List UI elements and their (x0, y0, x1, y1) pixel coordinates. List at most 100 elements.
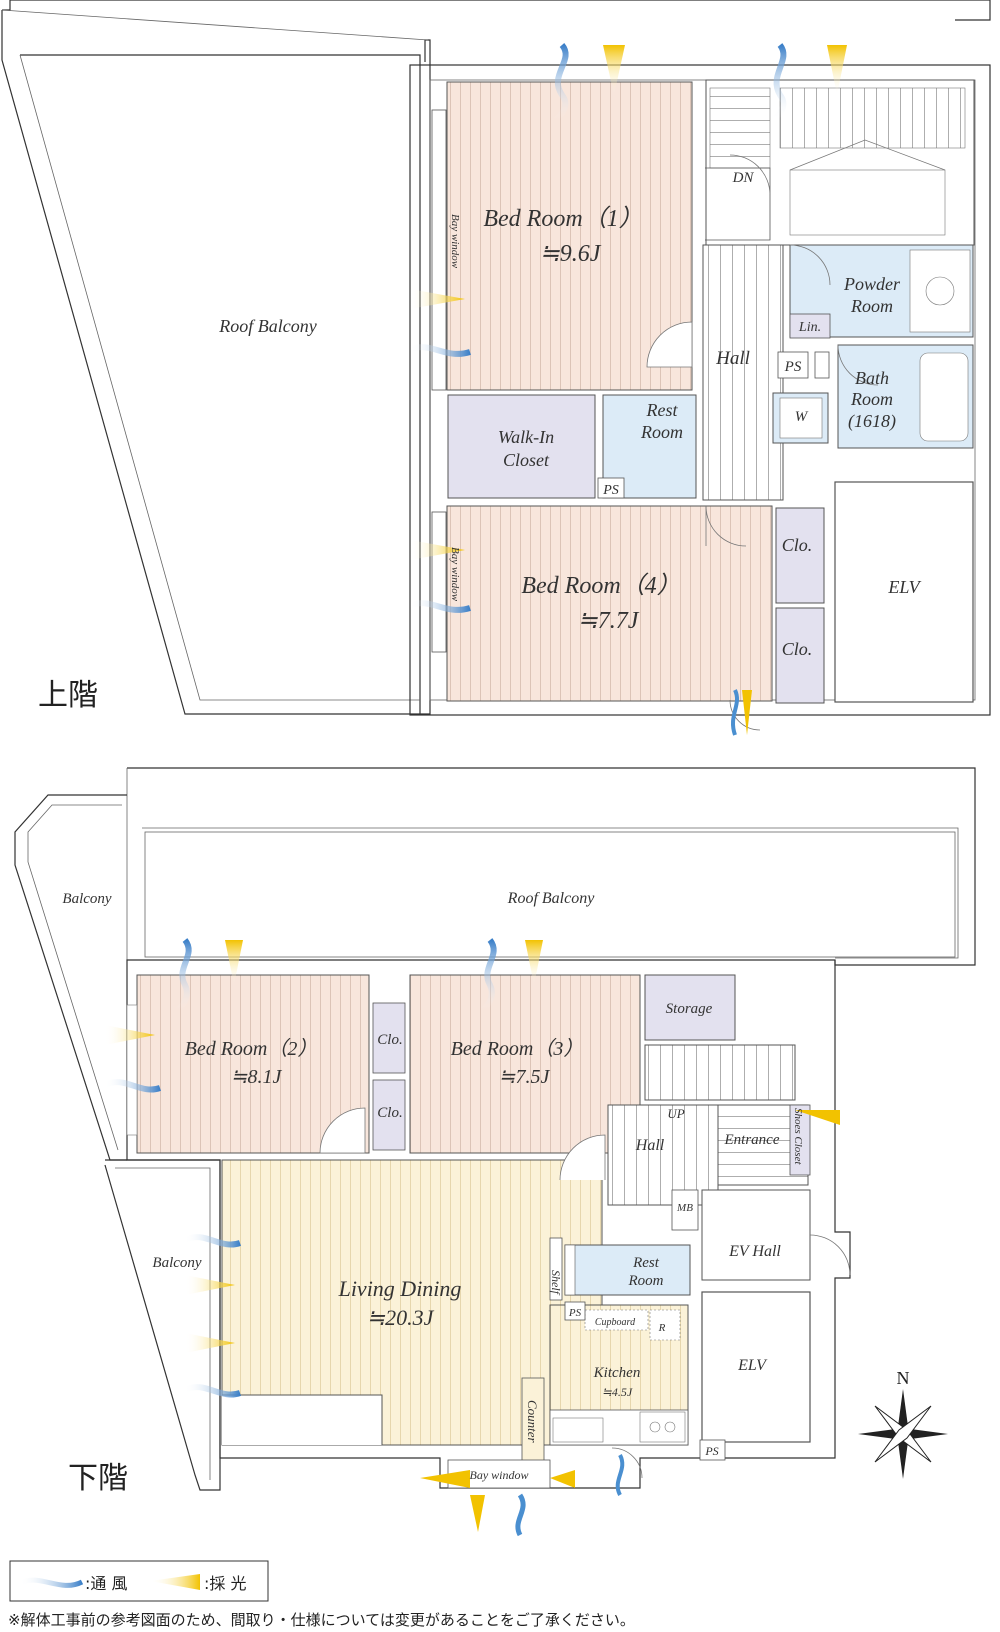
living-dining-size: ≒20.3J (367, 1305, 435, 1330)
bed-room-1-label: Bed Room（1） (483, 205, 642, 232)
shoes-closet (789, 1104, 811, 1176)
bath-room-label-2: Room (850, 389, 893, 409)
walk-in-closet-label: Walk-In (498, 427, 554, 447)
wind-arrow-icon (515, 1493, 526, 1537)
ps-label: PS (568, 1307, 582, 1319)
shelf (549, 1237, 563, 1301)
bed-room-1-size: ≒9.6J (540, 241, 602, 267)
light-arrow-icon (742, 690, 752, 735)
ps-label-2: PS (704, 1444, 718, 1458)
ev-hall (701, 1189, 811, 1281)
light-arrow-icon (420, 1470, 470, 1488)
lower-floor-plan: N (14, 767, 976, 1537)
storage-label: Storage (666, 1001, 713, 1017)
upper-floor-plan (1, 0, 991, 736)
meter-box (671, 1189, 699, 1231)
shoes-closet-label: Shoes Closet (792, 1108, 804, 1165)
entrance-label: Entrance (724, 1132, 780, 1148)
footnote: ※解体工事前の参考図面のため、間取り・仕様については変更があることをご了承くださ… (8, 1611, 635, 1629)
bay-window-upper-1 (431, 109, 447, 391)
bed-room-2-label: Bed Room（2） (185, 1037, 318, 1060)
ps-lower-2 (699, 1439, 726, 1461)
bay-window-label: Bay window (449, 547, 461, 602)
linen-closet (789, 313, 831, 339)
rest-room-label-2: Room (628, 1273, 664, 1289)
bath-room-label: Bath (855, 368, 889, 388)
wind-arrow-icon (183, 1234, 241, 1248)
ps-label: PS (602, 483, 619, 498)
bath-room-size: (1618) (848, 411, 896, 432)
light-arrow-icon (185, 1333, 235, 1353)
compass-north-label: N (897, 1368, 910, 1388)
shelf-label: Shelf (549, 1270, 563, 1296)
up-label: UP (667, 1106, 684, 1121)
wind-arrow-icon (553, 43, 569, 123)
light-arrow-icon (470, 1495, 485, 1532)
counter-label: Counter (525, 1400, 540, 1444)
light-arrow-icon (525, 940, 543, 985)
rest-room-lower (564, 1244, 691, 1296)
ventilation-legend-label: :通 風 (85, 1574, 127, 1593)
closet-label-2: Clo. (782, 639, 813, 659)
powder-room-label: Powder (843, 274, 901, 294)
wind-arrow-icon (480, 938, 497, 1013)
bed-room-4-size: ≒7.7J (578, 608, 640, 634)
roof-balcony-label: Roof Balcony (507, 890, 596, 907)
lower-floor-labels: Balcony Roof Balcony Bed Room（2） ≒8.1J C… (62, 890, 804, 1496)
balcony-lower-left (104, 1159, 221, 1491)
lower-building-outline (126, 959, 851, 1489)
balcony-label: Balcony (62, 891, 111, 907)
wind-arrow-icon (771, 43, 787, 123)
elevator-upper (834, 481, 974, 703)
light-arrow-icon (795, 1110, 840, 1125)
kitchen-size: ≒4.5J (602, 1385, 633, 1399)
washer-label: W (795, 409, 809, 425)
elevator-label: ELV (737, 1357, 768, 1374)
kitchen-label: Kitchen (593, 1365, 641, 1381)
storage (644, 974, 736, 1041)
bed-room-2-size: ≒8.1J (231, 1066, 283, 1088)
closet-lower-2 (372, 1079, 406, 1151)
wind-arrow-icon (408, 344, 471, 357)
rest-room-label: Rest (632, 1255, 660, 1271)
upper-floor-labels: Roof Balcony Bed Room（1） ≒9.6J Bay windo… (38, 170, 922, 713)
light-arrow-icon (105, 1025, 155, 1045)
elevator-label: ELV (887, 577, 921, 597)
closet-label-2: Clo. (377, 1105, 402, 1121)
powder-room-label-2: Room (850, 296, 893, 316)
bed-room-2 (136, 974, 370, 1154)
closet-upper-2 (775, 607, 825, 704)
walk-in-closet-label-2: Closet (503, 450, 550, 470)
living-dining-label: Living Dining (338, 1276, 462, 1301)
wind-arrow-icon (731, 689, 739, 736)
ps-label-2: PS (784, 359, 802, 375)
upper-building-outline (409, 64, 991, 716)
legend: :通 風 :採 光 (9, 1560, 269, 1602)
bed-room-3-label: Bed Room（3） (451, 1037, 584, 1060)
wind-arrow-icon (183, 1384, 241, 1398)
upper-hall (702, 244, 784, 501)
wind-arrow-icon (103, 1079, 161, 1093)
bed-room-1 (446, 81, 693, 391)
ps-upper-2 (777, 351, 809, 379)
light-arrow-icon (225, 940, 243, 985)
closet-lower-1 (372, 1002, 406, 1074)
light-arrow-icon (410, 289, 465, 309)
cupboard-label: Cupboard (595, 1317, 636, 1328)
dn-label: DN (732, 170, 755, 186)
ps-upper (597, 477, 625, 499)
closet-upper-1 (775, 507, 825, 604)
mb-label: MB (676, 1202, 693, 1214)
fridge-label: R (658, 1322, 666, 1334)
linen-label: Lin. (798, 320, 821, 335)
ps-lower-1 (564, 1301, 586, 1321)
closet-label: Clo. (377, 1032, 402, 1048)
bay-window-label: Bay window (449, 214, 461, 269)
light-arrow-icon (827, 45, 847, 95)
light-arrow-icon (550, 1470, 575, 1488)
elevator-lower (701, 1291, 811, 1443)
bed-room-4 (446, 505, 773, 702)
bay-window-label: Bay window (470, 1468, 529, 1482)
rest-room-label: Rest (646, 400, 679, 420)
lower-hall (607, 1104, 719, 1206)
